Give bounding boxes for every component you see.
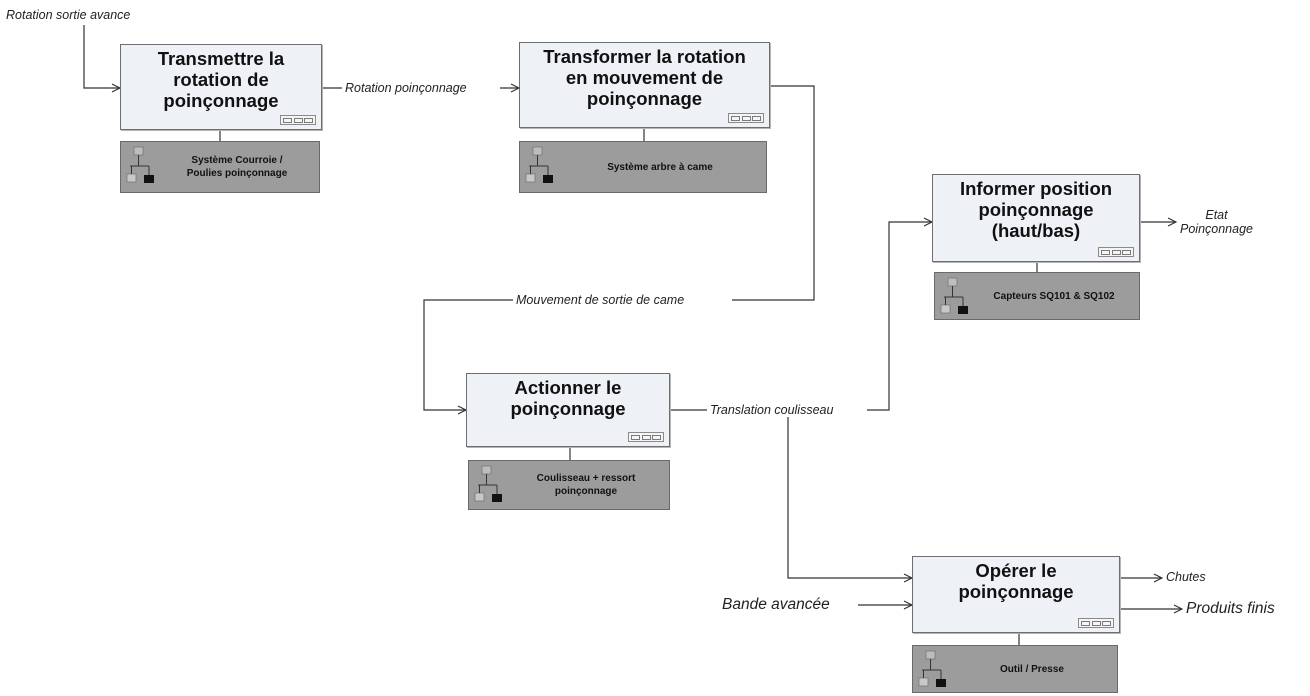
component-box-coulisseau[interactable]: Coulisseau + ressort poinçonnage: [468, 460, 670, 510]
component-box-outil-presse[interactable]: Outil / Presse: [912, 645, 1118, 693]
function-box-actionner[interactable]: Actionner le poinçonnage: [466, 373, 670, 447]
component-label: Système arbre à came: [607, 161, 713, 173]
decomposition-icon: [628, 432, 664, 442]
function-box-transmettre[interactable]: Transmettre la rotation de poinçonnage: [120, 44, 322, 130]
decomposition-icon: [1078, 618, 1114, 628]
wire-mouvement-came-b: [423, 299, 513, 410]
component-tree-icon: [918, 650, 946, 687]
flow-label-translation-coulisseau: Translation coulisseau: [708, 403, 836, 417]
function-box-transformer[interactable]: Transformer la rotation en mouvement de …: [519, 42, 770, 128]
function-box-operer[interactable]: Opérer le poinçonnage: [912, 556, 1120, 633]
wire-translation-c: [787, 410, 912, 578]
decomposition-icon: [1098, 247, 1134, 257]
flow-label-mouvement-sortie-came: Mouvement de sortie de came: [514, 293, 687, 307]
flow-label-etat-poinconnage: Etat Poinçonnage: [1180, 208, 1253, 236]
function-title: Opérer le poinçonnage: [958, 560, 1074, 602]
flow-label-bande-avancee: Bande avancée: [720, 596, 832, 614]
component-tree-icon: [474, 465, 502, 502]
flow-label-chutes: Chutes: [1164, 570, 1208, 584]
wire-rotation-sortie-avance: [83, 25, 120, 88]
component-tree-icon: [126, 146, 154, 183]
flow-label-rotation-sortie-avance: Rotation sortie avance: [4, 8, 133, 22]
function-box-informer[interactable]: Informer position poinçonnage (haut/bas): [932, 174, 1140, 262]
component-label: Coulisseau + ressort poinçonnage: [536, 473, 636, 497]
decomposition-icon: [728, 113, 764, 123]
decomposition-icon: [280, 115, 316, 125]
flow-label-produits-finis: Produits finis: [1184, 600, 1277, 618]
component-box-courroie[interactable]: Système Courroie / Poulies poinçonnage: [120, 141, 320, 193]
function-title: Actionner le poinçonnage: [510, 377, 626, 419]
wire-mouvement-came-a: [732, 85, 815, 301]
component-label: Système Courroie / Poulies poinçonnage: [186, 155, 288, 179]
component-tree-icon: [525, 146, 553, 183]
function-title: Transmettre la rotation de poinçonnage: [157, 48, 285, 111]
function-title: Informer position poinçonnage (haut/bas): [959, 178, 1113, 241]
component-box-capteurs[interactable]: Capteurs SQ101 & SQ102: [934, 272, 1140, 320]
component-box-arbre-came[interactable]: Système arbre à came: [519, 141, 767, 193]
flow-label-rotation-poinconnage: Rotation poinçonnage: [343, 81, 469, 95]
component-label: Capteurs SQ101 & SQ102: [993, 290, 1115, 302]
component-label: Outil / Presse: [1000, 663, 1064, 675]
function-title: Transformer la rotation en mouvement de …: [543, 46, 746, 109]
component-tree-icon: [940, 277, 968, 314]
wire-translation-b: [867, 222, 932, 411]
